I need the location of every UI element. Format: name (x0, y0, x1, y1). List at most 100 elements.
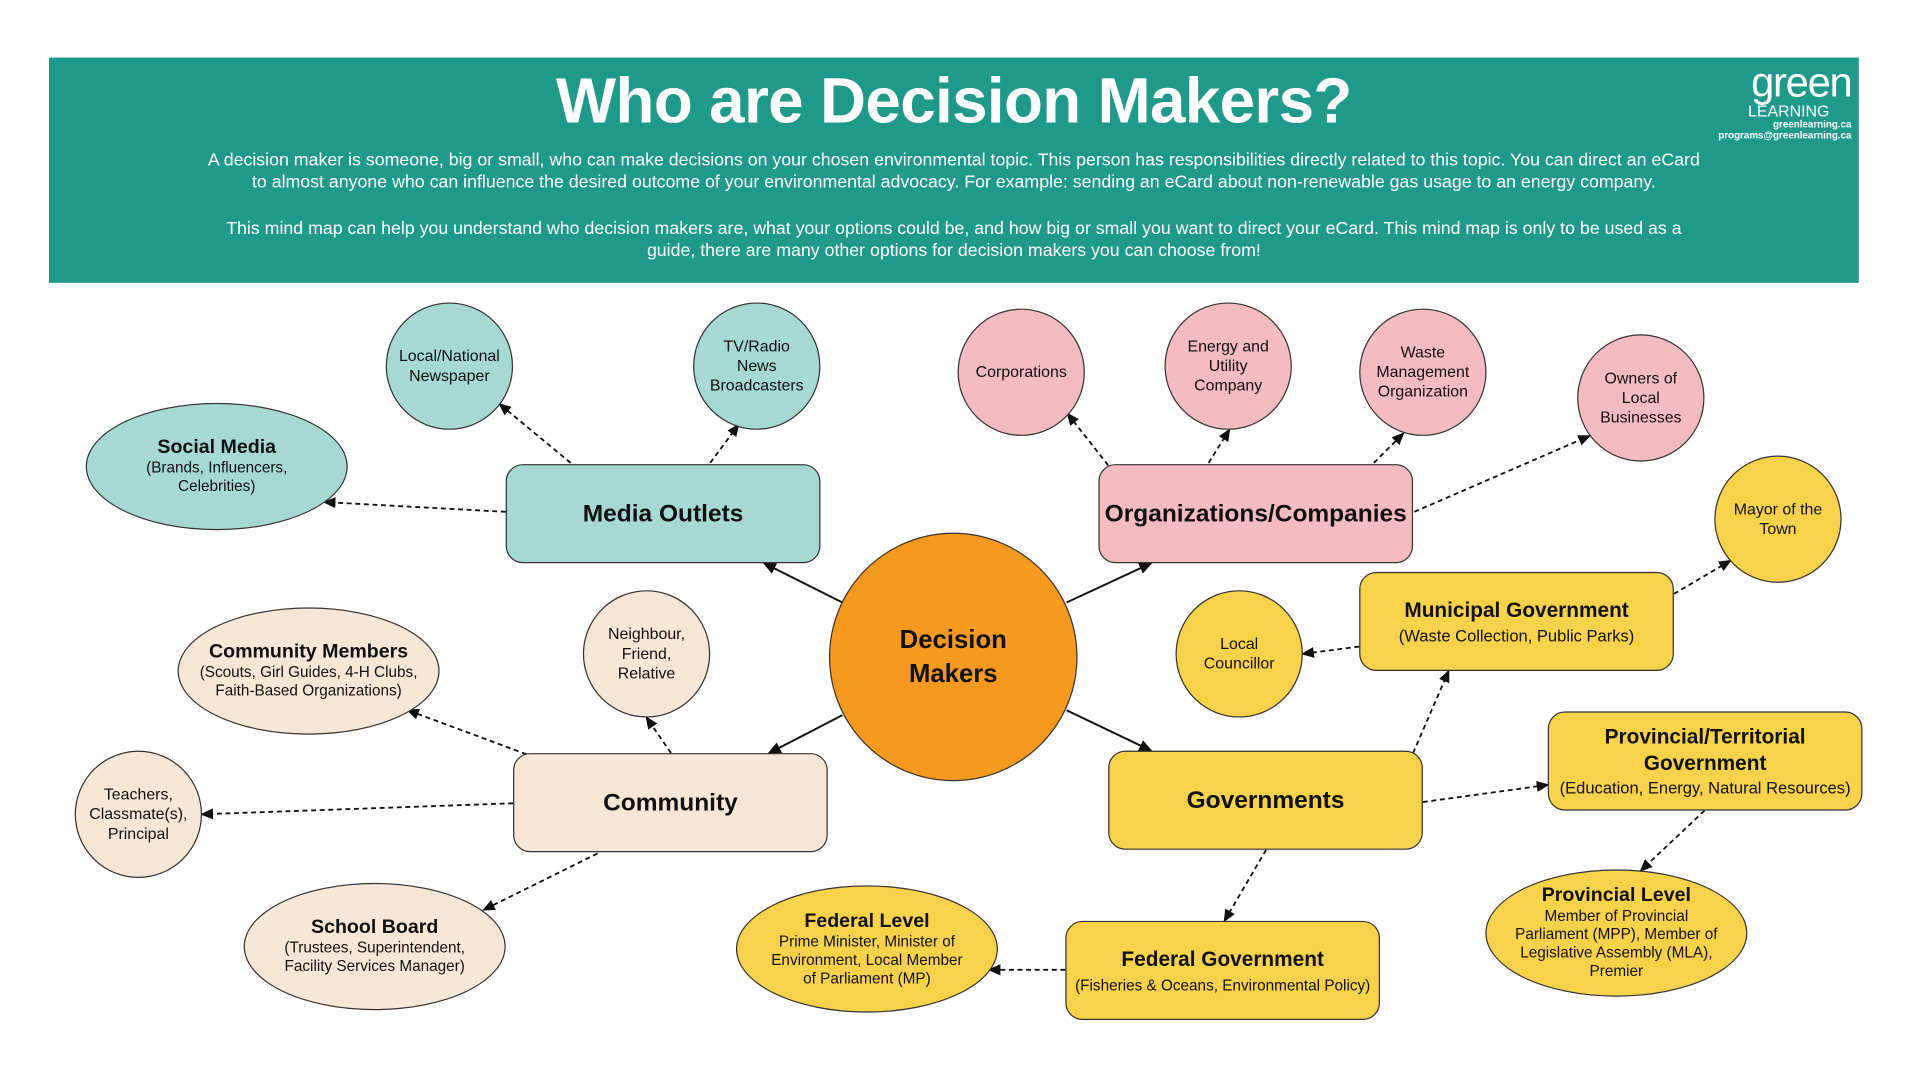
neighbour-friend-node: Neighbour,Friend,Relative (582, 590, 711, 718)
node-text: (Education, Energy, Natural Resources) (1559, 778, 1851, 797)
arrow-comm-neighbour (645, 716, 672, 754)
intro-line: to almost anyone who can influence the d… (251, 172, 1656, 193)
intro-line: A decision maker is someone, big or smal… (207, 150, 1700, 171)
node-text: Energy and (1187, 336, 1269, 356)
arrow-gov-federal (1223, 849, 1267, 923)
node-text: Owners of (1604, 368, 1678, 387)
node-text: Utility (1208, 356, 1248, 375)
node-text: Environment, Local Member (771, 950, 963, 968)
guide-paragraph: This mind map can help you understand wh… (122, 218, 1785, 262)
node-title: Provincial/Territorial (1604, 724, 1806, 748)
node-text: Corporations (975, 362, 1067, 381)
logo-email: programs@greenlearning.ca (1718, 129, 1852, 141)
node-text: Legislative Assembly (MLA), (1520, 944, 1713, 962)
node-title: Municipal Government (1404, 598, 1629, 622)
arrow-media-tv (709, 423, 740, 464)
node-text: Facility Services Manager) (284, 957, 465, 975)
node-text: Management (1376, 362, 1470, 381)
arrow-gov-prov (1422, 780, 1550, 803)
node-title: Community (603, 789, 738, 817)
logo-site: greenlearning.ca (1773, 118, 1852, 130)
node-text: (Waste Collection, Public Parks) (1398, 626, 1635, 645)
node-text: Decision (899, 625, 1007, 654)
media-outlets-node: Media Outlets (505, 464, 821, 564)
node-text: of Parliament (MP) (803, 969, 931, 987)
corporations-node: Corporations (957, 308, 1085, 436)
node-text: Newspaper (409, 366, 490, 385)
node-title: Provincial Level (1541, 885, 1691, 907)
green-learning-logo: green LEARNING greenlearning.ca programs… (1707, 60, 1853, 141)
arrow-org-owners (1413, 435, 1592, 513)
node-text: TV/Radio (723, 336, 790, 356)
arrow-media-social (322, 497, 506, 513)
arrow-org-energy (1207, 428, 1231, 464)
arrow-media-newspaper (498, 402, 572, 464)
node-text: News (736, 356, 777, 375)
node-text: Local (1621, 388, 1660, 407)
node-text: Businesses (1600, 407, 1682, 427)
node-text: (Fisheries & Oceans, Environmental Polic… (1075, 976, 1371, 994)
node-text: Makers (908, 659, 998, 688)
node-title: School Board (311, 917, 439, 938)
arrow-comm-school (482, 852, 598, 911)
node-text: Mayor of the (1733, 499, 1823, 518)
arrow-muni-councillor (1301, 645, 1360, 658)
arrow-center-org (1066, 562, 1153, 604)
decision-makers-center-node: Decision Makers (828, 532, 1078, 782)
node-text: (Brands, Influencers, (146, 459, 288, 477)
node-title: Federal Level (804, 910, 930, 932)
node-text: Classmate(s), (89, 804, 188, 823)
community-node: Community (513, 753, 828, 853)
community-members-node: Community Members(Scouts, Girl Guides, 4… (177, 607, 440, 735)
federal-government-node: Federal Government(Fisheries & Oceans, E… (1065, 920, 1381, 1021)
node-text: Organization (1377, 382, 1469, 401)
arrow-org-waste (1373, 432, 1405, 464)
node-title: Social Media (157, 437, 277, 458)
node-text: (Trustees, Superintendent, (284, 939, 466, 957)
logo-word: green (1751, 60, 1853, 107)
node-text: Friend, (621, 644, 672, 663)
node-text: Member of Provincial (1544, 907, 1689, 925)
node-text: Company (1194, 375, 1263, 395)
node-title: Media Outlets (582, 500, 744, 528)
node-text: Local/National (398, 346, 500, 365)
arrow-comm-members (406, 708, 527, 756)
node-text: Waste (1400, 342, 1446, 362)
guide-line: This mind map can help you understand wh… (226, 219, 1682, 239)
arrow-prov-level (1639, 809, 1706, 872)
node-text: Relative (617, 663, 676, 683)
arrow-center-gov (1066, 709, 1153, 752)
node-text: Councillor (1203, 653, 1275, 673)
guide-line: guide, there are many other options for … (646, 241, 1261, 261)
node-text: Celebrities) (178, 477, 256, 495)
node-text: Premier (1589, 962, 1644, 980)
node-title: Organizations/Companies (1104, 500, 1407, 528)
node-text: Faith-Based Organizations) (215, 682, 402, 700)
arrow-org-corp (1066, 412, 1109, 466)
organizations-node: Organizations/Companies (1098, 464, 1414, 564)
node-text: (Scouts, Girl Guides, 4-H Clubs, (199, 663, 418, 681)
arrow-muni-mayor (1673, 559, 1732, 595)
header-banner: Who are Decision Makers? A decision make… (48, 57, 1859, 283)
governments-node: Governments (1108, 750, 1423, 850)
node-text: Town (1759, 519, 1797, 538)
node-text: Local (1220, 634, 1259, 653)
node-text: Broadcasters (709, 375, 804, 395)
node-text: Neighbour, (608, 624, 686, 643)
arrow-comm-teachers (200, 802, 514, 820)
node-text: Parliament (MPP), Member of (1515, 925, 1718, 943)
teachers-node: Teachers,Classmate(s),Principal (74, 750, 203, 878)
node-text: Prime Minister, Minister of (778, 932, 955, 950)
node-text: Principal (107, 824, 169, 843)
logo-sub: LEARNING (1748, 101, 1830, 121)
